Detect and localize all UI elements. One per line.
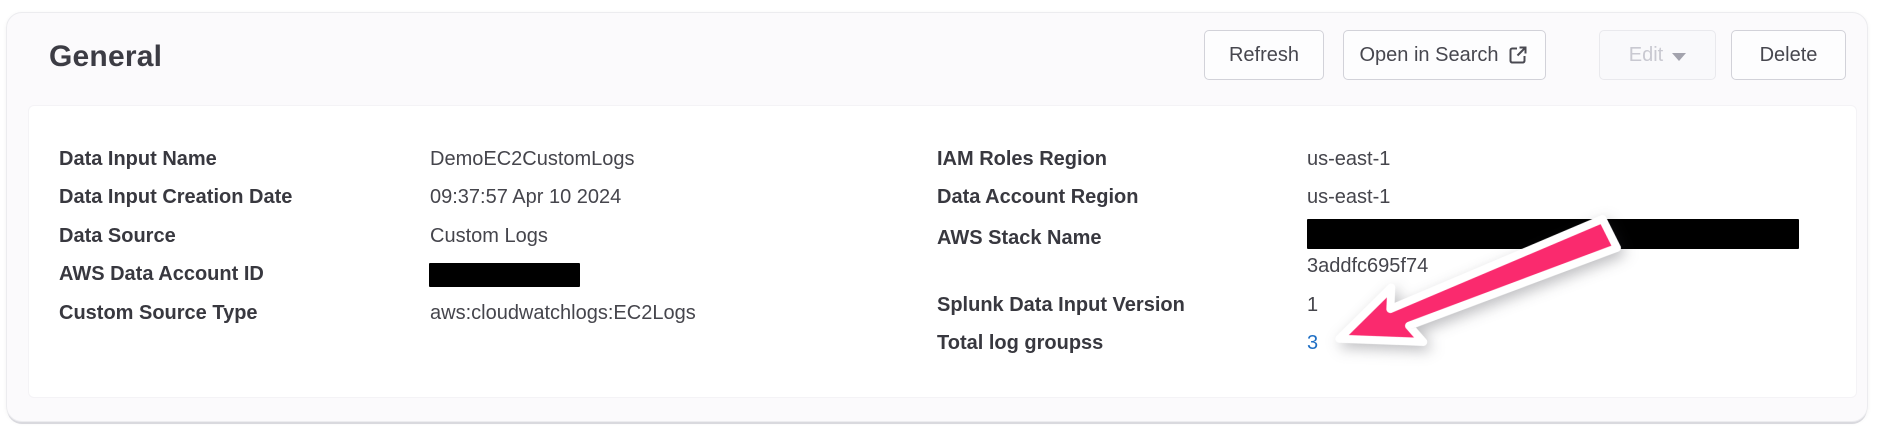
field-label: Custom Source Type	[59, 302, 258, 324]
open-in-search-button[interactable]: Open in Search	[1343, 30, 1546, 80]
field-label: Data Input Creation Date	[59, 186, 293, 208]
redacted-stack-name	[1307, 219, 1799, 249]
refresh-button[interactable]: Refresh	[1204, 30, 1324, 80]
field-value: 3addfc695f74	[1307, 255, 1429, 277]
field-value: aws:cloudwatchlogs:EC2Logs	[430, 302, 696, 324]
field-value: Custom Logs	[430, 225, 548, 247]
field-value: DemoEC2CustomLogs	[430, 148, 635, 170]
total-log-groups-link[interactable]: 3	[1307, 332, 1319, 354]
delete-button-label: Delete	[1759, 43, 1818, 66]
field-value: us-east-1	[1307, 148, 1391, 170]
refresh-button-label: Refresh	[1228, 43, 1300, 66]
details-panel: Data Input Name DemoEC2CustomLogs Data I…	[28, 105, 1857, 398]
field-label: Total log groupss	[937, 332, 1104, 354]
delete-button[interactable]: Delete	[1731, 30, 1846, 80]
chevron-down-icon	[1672, 52, 1687, 61]
field-label: Data Account Region	[937, 186, 1139, 208]
field-value: 1	[1307, 294, 1319, 316]
redacted-account-id	[429, 263, 580, 287]
field-label: IAM Roles Region	[937, 148, 1108, 170]
field-label: Data Input Name	[59, 148, 217, 170]
panel-title: General	[49, 40, 163, 73]
external-link-icon	[1507, 44, 1529, 66]
open-in-search-label: Open in Search	[1359, 43, 1499, 66]
field-label: AWS Stack Name	[937, 227, 1102, 249]
field-label: Splunk Data Input Version	[937, 294, 1185, 316]
field-value: 09:37:57 Apr 10 2024	[430, 186, 622, 208]
field-label: Data Source	[59, 225, 176, 247]
edit-button-label: Edit	[1628, 43, 1664, 66]
general-panel: General Refresh Open in Search Edit Dele…	[6, 12, 1868, 422]
field-label: AWS Data Account ID	[59, 263, 264, 285]
edit-button[interactable]: Edit	[1599, 30, 1716, 80]
field-value: us-east-1	[1307, 186, 1391, 208]
